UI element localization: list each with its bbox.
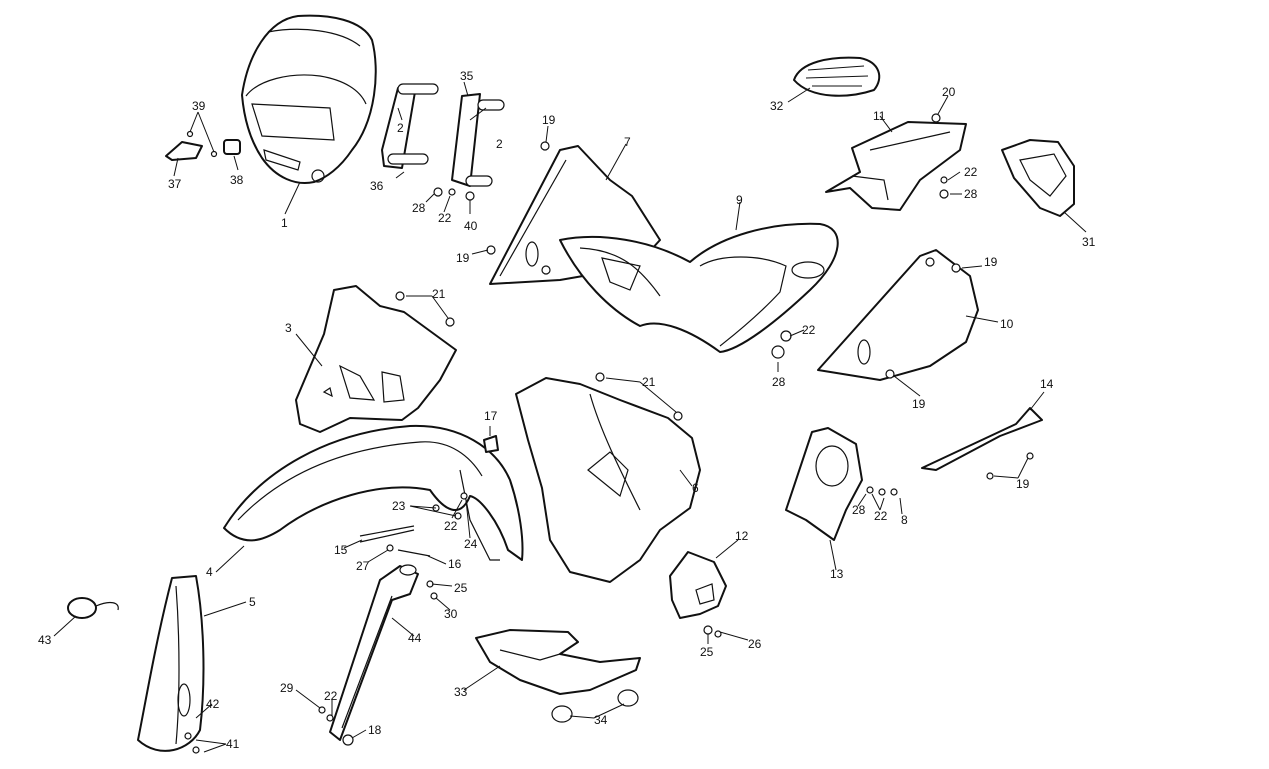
callout-28d: 28 xyxy=(852,503,866,517)
callout-41: 41 xyxy=(226,737,240,751)
callout-18: 18 xyxy=(368,723,382,737)
callout-17: 17 xyxy=(484,409,498,423)
callout-32: 32 xyxy=(770,99,784,113)
callout-40: 40 xyxy=(464,219,478,233)
part-spacer xyxy=(483,435,499,453)
part-side-panel-right xyxy=(817,249,979,381)
callout-20: 20 xyxy=(942,85,956,99)
callout-14: 14 xyxy=(1040,377,1054,391)
callout-22e: 22 xyxy=(444,519,458,533)
callout-12: 12 xyxy=(735,529,749,543)
part-springs xyxy=(359,525,431,557)
callout-19c: 19 xyxy=(984,255,998,269)
part-headlight-bracket-right xyxy=(451,93,505,187)
callout-15: 15 xyxy=(334,543,348,557)
callout-42: 42 xyxy=(206,697,220,711)
callout-35: 35 xyxy=(460,69,474,83)
callout-6: 6 xyxy=(692,481,699,495)
part-tail-light xyxy=(1001,139,1075,217)
part-chain-guide xyxy=(329,564,419,741)
callout-13: 13 xyxy=(830,567,844,581)
part-radiator-shroud-left xyxy=(295,285,457,433)
callout-37: 37 xyxy=(168,177,182,191)
callout-22f: 22 xyxy=(324,689,338,703)
callout-24: 24 xyxy=(464,537,478,551)
callout-21b: 21 xyxy=(642,375,656,389)
callout-39: 39 xyxy=(192,99,206,113)
fasteners xyxy=(184,113,1034,754)
part-headlight-bracket-left xyxy=(381,83,439,169)
callout-26: 26 xyxy=(748,637,762,651)
callout-labels: 1 2 2 3 4 5 6 7 8 9 10 11 12 13 14 15 16… xyxy=(38,69,1096,751)
callout-33: 33 xyxy=(454,685,468,699)
callout-22a: 22 xyxy=(438,211,452,225)
callout-9: 9 xyxy=(736,193,743,207)
callout-38: 38 xyxy=(230,173,244,187)
callout-2b: 2 xyxy=(496,137,503,151)
callout-44: 44 xyxy=(408,631,422,645)
part-reflector-plate xyxy=(165,130,241,161)
callout-25b: 25 xyxy=(700,645,714,659)
callout-19e: 19 xyxy=(1016,477,1030,491)
callout-7: 7 xyxy=(624,135,631,149)
callout-25a: 25 xyxy=(454,581,468,595)
part-front-fender xyxy=(223,424,524,561)
part-tail-cowl xyxy=(825,121,967,211)
callout-5: 5 xyxy=(249,595,256,609)
callout-31: 31 xyxy=(1082,235,1096,249)
part-luggage-rack xyxy=(793,56,881,97)
callout-36: 36 xyxy=(370,179,384,193)
callout-8: 8 xyxy=(901,513,908,527)
callout-29: 29 xyxy=(280,681,294,695)
callout-19a: 19 xyxy=(542,113,556,127)
callout-34: 34 xyxy=(594,713,608,727)
callout-3: 3 xyxy=(285,321,292,335)
callout-11: 11 xyxy=(873,109,886,123)
part-skid-plate xyxy=(475,629,641,695)
callout-28b: 28 xyxy=(964,187,978,201)
part-chain-guard xyxy=(921,407,1043,471)
callout-22c: 22 xyxy=(802,323,816,337)
callout-4: 4 xyxy=(206,565,213,579)
callout-27: 27 xyxy=(356,559,370,573)
part-air-intake xyxy=(785,427,863,541)
part-exhaust-clamps xyxy=(551,689,639,723)
part-seat xyxy=(559,222,839,353)
callout-43: 43 xyxy=(38,633,52,647)
callout-19d: 19 xyxy=(912,397,926,411)
callout-19b: 19 xyxy=(456,251,470,265)
leader-lines xyxy=(53,81,1087,753)
callout-28a: 28 xyxy=(412,201,426,215)
callout-30: 30 xyxy=(444,607,458,621)
callout-1: 1 xyxy=(281,216,288,230)
callout-22d: 22 xyxy=(874,509,888,523)
part-headlight-fairing xyxy=(241,14,377,184)
callout-21a: 21 xyxy=(432,287,446,301)
part-radiator-shroud-right xyxy=(515,377,701,583)
part-sprocket-cover xyxy=(669,551,727,619)
part-fork-guard xyxy=(137,575,205,752)
callout-16: 16 xyxy=(448,557,462,571)
callout-22b: 22 xyxy=(964,165,978,179)
callout-2a: 2 xyxy=(397,121,404,135)
callout-10: 10 xyxy=(1000,317,1014,331)
callout-23: 23 xyxy=(392,499,406,513)
callout-28c: 28 xyxy=(772,375,786,389)
part-hose-clamp xyxy=(67,597,119,619)
